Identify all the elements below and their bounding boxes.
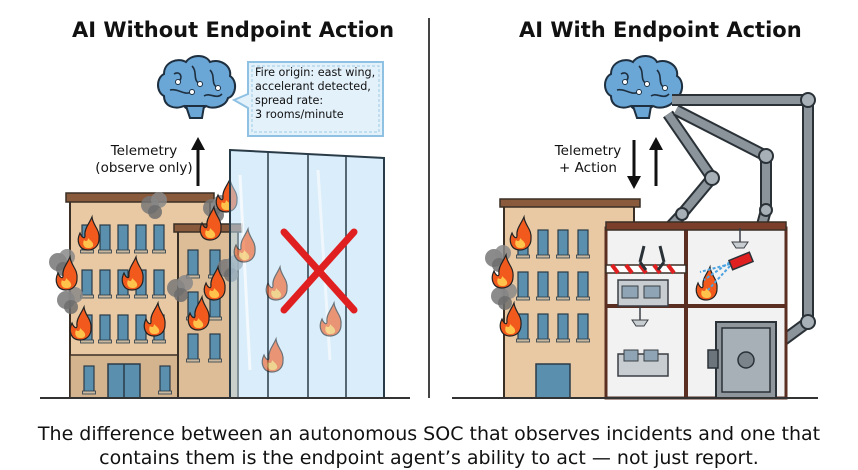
speech-bubble	[231, 61, 384, 137]
telemetry-label-left: Telemetry (observe only)	[88, 143, 200, 177]
brain-icon-left	[157, 55, 237, 119]
bubble-line: Fire origin: east wing,	[255, 66, 376, 79]
caption-line2: contains them is the endpoint agent’s ab…	[99, 447, 759, 469]
speech-bubble-text: Fire origin: east wing, accelerant detec…	[255, 66, 377, 122]
telemetry-up-arrow	[191, 137, 205, 186]
telemetry-label-right: Telemetry + Action	[548, 143, 628, 177]
glass-wall	[229, 148, 385, 399]
telemetry-label-left-line1: Telemetry	[110, 143, 178, 159]
right-panel	[452, 55, 818, 400]
bubble-line: spread rate:	[255, 94, 324, 107]
panel-divider	[428, 18, 430, 398]
bubble-line: 3 rooms/minute	[255, 108, 344, 121]
robot-claw	[638, 245, 666, 271]
telemetry-action-arrows	[627, 137, 663, 189]
water-spray	[699, 251, 755, 291]
bubble-line: accelerant detected,	[255, 80, 371, 93]
telemetry-label-right-line2: + Action	[559, 160, 617, 176]
cutaway-building	[604, 221, 788, 400]
telemetry-label-right-line1: Telemetry	[554, 143, 622, 159]
caption-line1: The difference between an autonomous SOC…	[37, 423, 821, 445]
telemetry-label-left-line2: (observe only)	[95, 160, 193, 176]
title-left: AI Without Endpoint Action	[72, 18, 395, 42]
left-panel	[40, 55, 410, 399]
red-x-icon	[280, 228, 358, 314]
caption: The difference between an autonomous SOC…	[0, 422, 858, 470]
burning-building-left	[49, 178, 243, 399]
title-right: AI With Endpoint Action	[519, 18, 802, 42]
brain-icon-right	[604, 55, 684, 119]
